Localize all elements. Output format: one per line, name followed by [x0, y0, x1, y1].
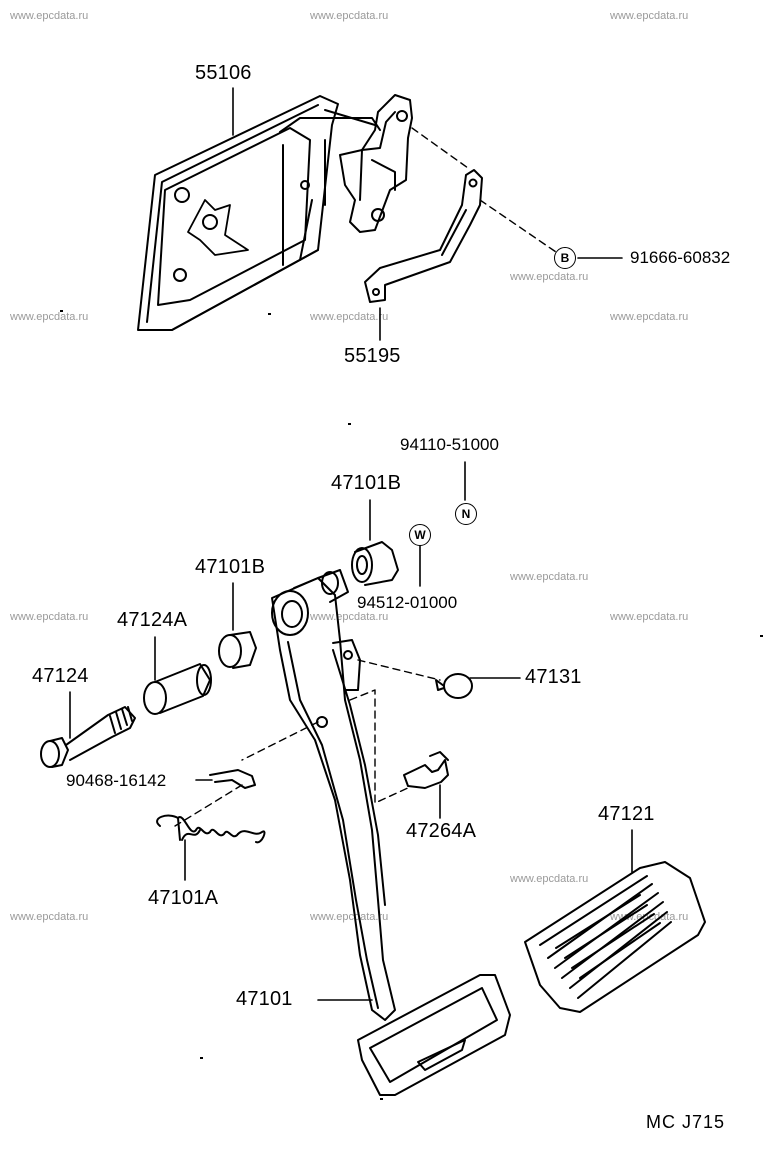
part-label-47264A: 47264A [406, 820, 477, 842]
watermark: www.epcdata.ru [10, 10, 89, 22]
collar-47124A [143, 663, 212, 715]
leader-lines [69, 87, 633, 1001]
part-label-47101A: 47101A [148, 887, 219, 909]
watermark: www.epcdata.ru [10, 311, 89, 323]
stop-cushion-47131 [435, 673, 473, 699]
return-spring-47101A [156, 814, 266, 844]
watermark: www.epcdata.ru [310, 611, 389, 623]
watermark: www.epcdata.ru [10, 611, 89, 623]
bolt-47264A [403, 751, 449, 789]
part-label-47101B-top: 47101B [331, 472, 402, 494]
part-label-47121: 47121 [598, 803, 655, 825]
part-label-47124: 47124 [32, 665, 89, 687]
part-label-55195: 55195 [344, 345, 401, 367]
part-label-47131: 47131 [525, 666, 582, 688]
symbol-w-circle: W [409, 524, 431, 546]
watermark: www.epcdata.ru [310, 911, 389, 923]
symbol-b-circle: B [554, 247, 576, 269]
watermark: www.epcdata.ru [610, 311, 689, 323]
specks [60, 310, 763, 1100]
watermark: www.epcdata.ru [510, 873, 589, 885]
bushing-47101B-left [218, 631, 257, 669]
part-label-47101: 47101 [236, 988, 293, 1010]
watermark: www.epcdata.ru [10, 911, 89, 923]
part-label-55106: 55106 [195, 62, 252, 84]
diagram-reference-code: MC J715 [646, 1112, 726, 1132]
part-label-94110-51000: 94110-51000 [400, 435, 499, 454]
pedal-pad-47121 [524, 861, 706, 1013]
bolt-47124 [40, 706, 136, 768]
brace-55195 [364, 169, 483, 303]
dashed-assembly-lines [174, 127, 557, 827]
symbol-n-circle: N [455, 503, 477, 525]
bushing-47101B-top [351, 541, 399, 586]
part-label-47101B-left: 47101B [195, 556, 266, 578]
watermark: www.epcdata.ru [510, 271, 589, 283]
clip-90468-16142 [209, 769, 256, 789]
watermark: www.epcdata.ru [310, 311, 389, 323]
brake-pedal-lever-47101 [271, 569, 511, 1096]
watermark: www.epcdata.ru [610, 611, 689, 623]
watermark: www.epcdata.ru [510, 571, 589, 583]
pedal-bracket-55106 [137, 94, 413, 331]
part-label-90468-16142: 90468-16142 [66, 771, 167, 790]
part-label-94512-01000: 94512-01000 [357, 593, 458, 612]
part-label-91666-60832: 91666-60832 [630, 248, 731, 267]
watermark: www.epcdata.ru [610, 10, 689, 22]
watermark: www.epcdata.ru [310, 10, 389, 22]
part-label-47124A: 47124A [117, 609, 188, 631]
